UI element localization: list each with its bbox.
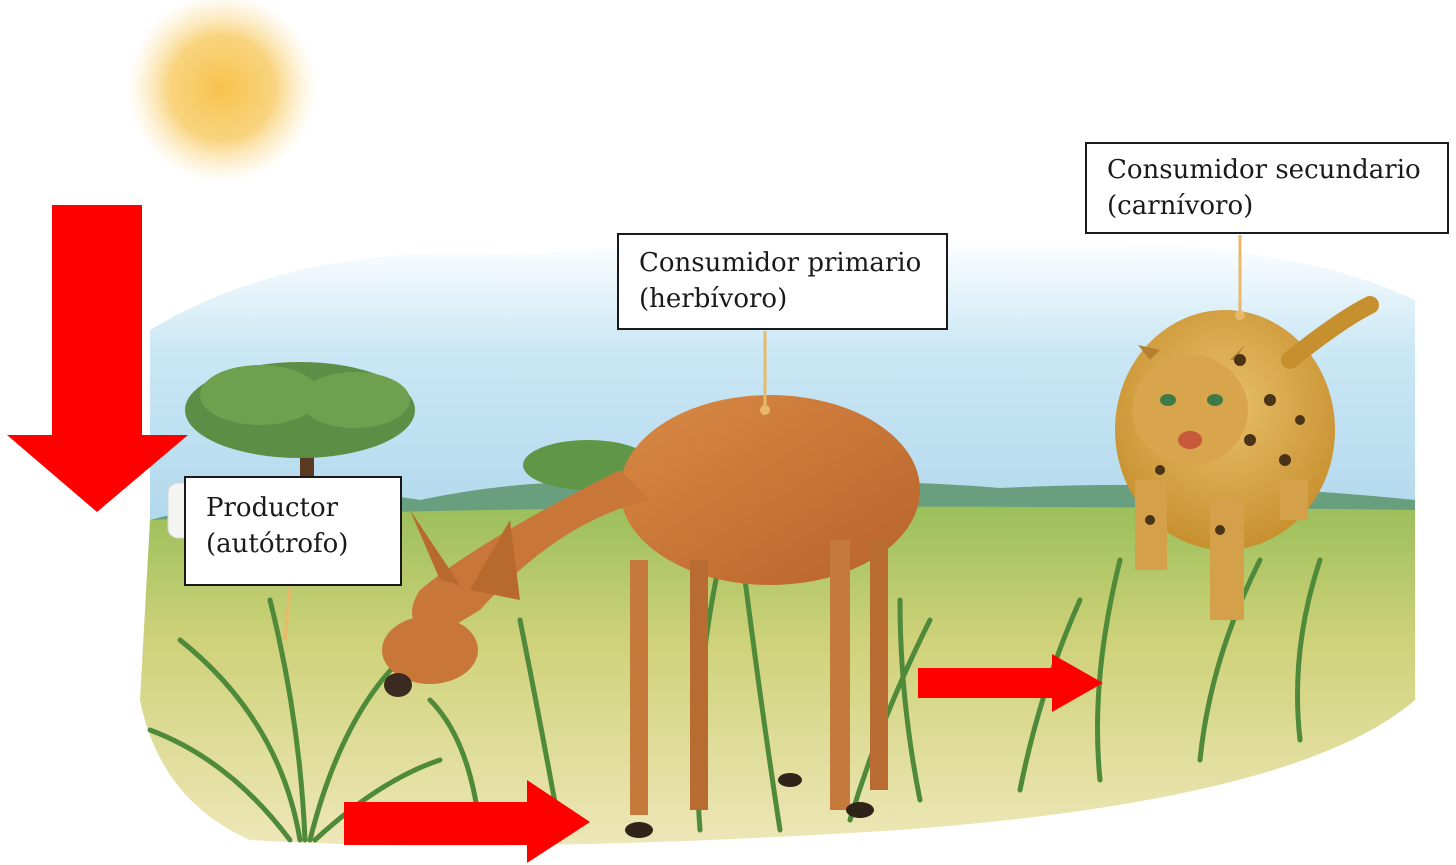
label-consumidor-secundario: Consumidor secundario (carnívoro) (1085, 142, 1449, 234)
leader-dot-secundario (1235, 310, 1245, 320)
productor-line2: (autótrofo) (206, 526, 380, 562)
primario-line1: Consumidor primario (639, 245, 926, 281)
label-productor: Productor (autótrofo) (184, 476, 402, 586)
sun-icon (127, 0, 317, 183)
label-consumidor-primario: Consumidor primario (herbívoro) (617, 233, 948, 330)
leader-dot-primario (760, 405, 770, 415)
productor-line1: Productor (206, 490, 380, 526)
primario-line2: (herbívoro) (639, 281, 926, 317)
secundario-line1: Consumidor secundario (1107, 152, 1427, 188)
secundario-line2: (carnívoro) (1107, 188, 1427, 224)
